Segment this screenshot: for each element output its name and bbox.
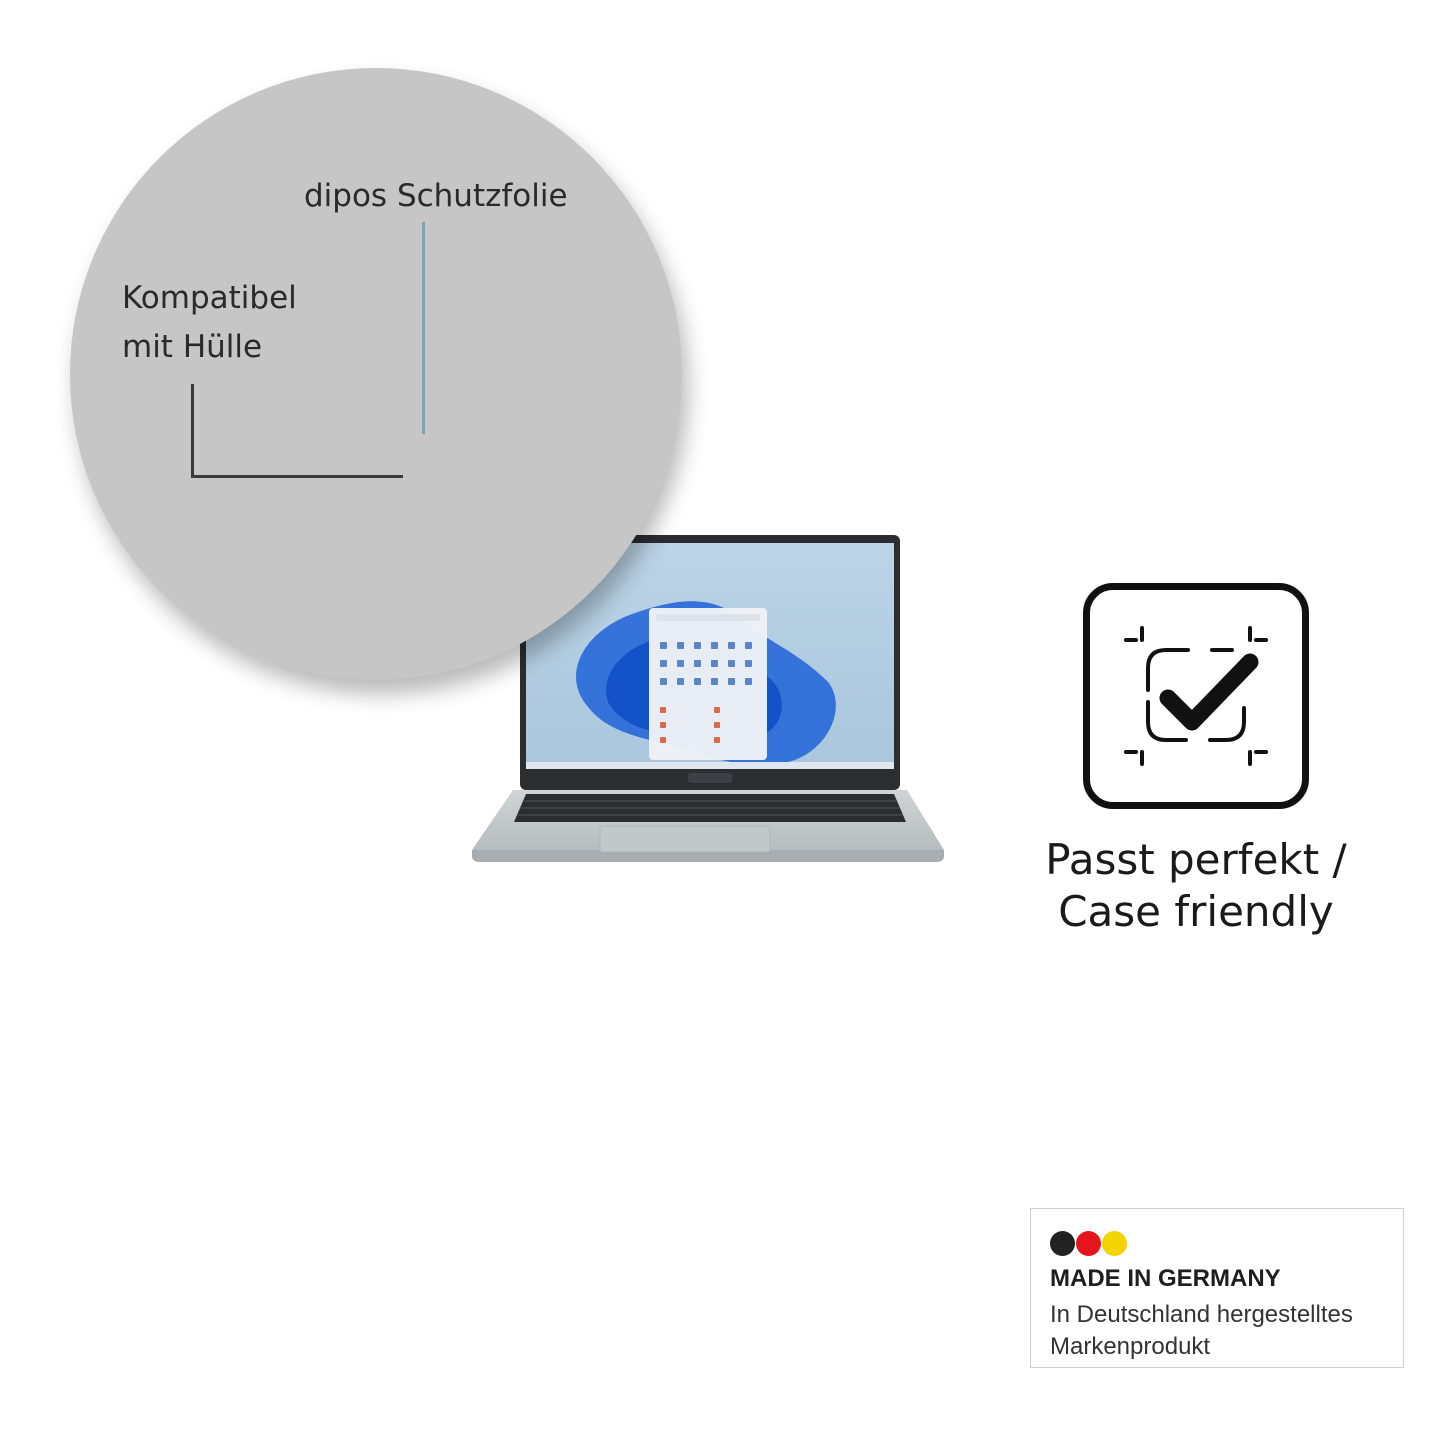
check-in-frame-icon [1083,583,1309,809]
case-callout-line2: mit Hülle [122,329,263,365]
made-in-germany-desc-line1: In Deutschland hergestelltes [1050,1301,1353,1328]
case-friendly-caption: Passt perfekt /Case friendly [1000,834,1392,938]
flag-dot-black [1050,1231,1075,1256]
case-callout-line [191,384,403,478]
case-callout-line1: Kompatibel [122,280,297,316]
case-friendly-caption-line1: Passt perfekt / [1045,835,1347,884]
flag-dot-yellow [1102,1231,1127,1256]
case-callout-label: Kompatibel mit Hülle [122,274,297,372]
laptop-product-image [468,532,948,872]
made-in-germany-badge: MADE IN GERMANY In Deutschland hergestel… [1030,1208,1404,1368]
made-in-germany-desc-line2: Markenprodukt [1050,1333,1211,1360]
flag-dot-red [1076,1231,1101,1256]
case-friendly-caption-line2: Case friendly [1058,887,1334,936]
protector-callout-label: dipos Schutzfolie [304,178,568,214]
made-in-germany-title: MADE IN GERMANY [1050,1265,1281,1292]
zoom-detail-circle [70,68,682,680]
protector-callout-line [422,222,425,434]
